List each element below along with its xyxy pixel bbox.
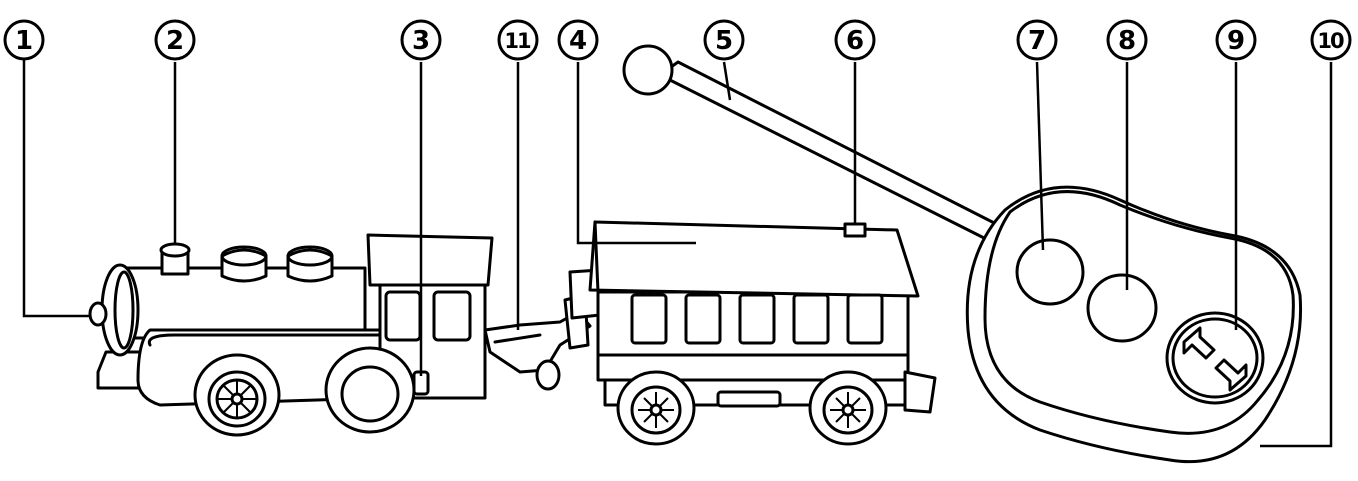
leader-line-4 — [576, 62, 696, 245]
callout-7-label: 7 — [1028, 26, 1046, 56]
locomotive — [88, 233, 494, 437]
carriage-rear-buffer — [903, 370, 937, 414]
remote-button-1 — [1015, 238, 1085, 306]
direction-arrow-right-icon — [1214, 358, 1248, 392]
callout-10-label: 10 — [1317, 29, 1344, 53]
remote-control — [622, 44, 1303, 464]
remote-button-2 — [1086, 273, 1158, 343]
carriage-window-4 — [792, 293, 830, 345]
loco-wheel-rear — [324, 346, 416, 434]
antenna-ball — [622, 44, 674, 96]
callout-9: 9 — [1215, 19, 1257, 61]
direction-arrow-left-icon — [1182, 326, 1216, 360]
carriage-window-3 — [738, 293, 776, 345]
loco-headlight — [88, 301, 108, 327]
callout-5: 5 — [703, 19, 745, 61]
carriage-window-2 — [684, 293, 722, 345]
callout-4-label: 4 — [569, 26, 587, 56]
callout-1: 1 — [3, 19, 45, 61]
callout-8-label: 8 — [1118, 26, 1136, 56]
carriage-window-5 — [846, 293, 884, 345]
leader-line-5 — [722, 61, 732, 101]
carriage-window-1 — [630, 293, 668, 345]
callout-8: 8 — [1106, 19, 1148, 61]
carriage-roof — [588, 220, 920, 298]
callout-11: 11 — [497, 19, 539, 61]
leader-line-7 — [1035, 61, 1045, 251]
callout-5-label: 5 — [715, 26, 733, 56]
leader-line-1 — [22, 60, 90, 318]
loco-cab-window-2 — [432, 290, 472, 342]
coupling-knob — [535, 359, 561, 391]
callout-10: 10 — [1310, 19, 1352, 61]
callout-6: 6 — [834, 19, 876, 61]
callouts: 1 2 3 4 5 6 7 8 — [3, 19, 1352, 61]
loco-cab-window-1 — [384, 290, 422, 342]
coupling — [483, 268, 602, 391]
callout-2-label: 2 — [166, 26, 184, 56]
remote-antenna — [658, 60, 1014, 248]
callout-4: 4 — [557, 19, 599, 61]
callout-6-label: 6 — [846, 26, 864, 56]
callout-7: 7 — [1016, 19, 1058, 61]
callout-3-label: 3 — [412, 26, 430, 56]
callout-11-label: 11 — [504, 29, 531, 53]
callout-2: 2 — [154, 19, 196, 61]
callout-1-label: 1 — [15, 26, 33, 56]
loco-cab-roof — [366, 233, 494, 287]
callout-3: 3 — [400, 19, 442, 61]
remote-direction-button — [1165, 311, 1265, 405]
carriage-roof-vent — [843, 222, 867, 238]
leader-lines — [22, 60, 1333, 448]
callout-9-label: 9 — [1227, 26, 1245, 56]
leader-line-10 — [1260, 62, 1333, 448]
carriage — [588, 220, 937, 446]
